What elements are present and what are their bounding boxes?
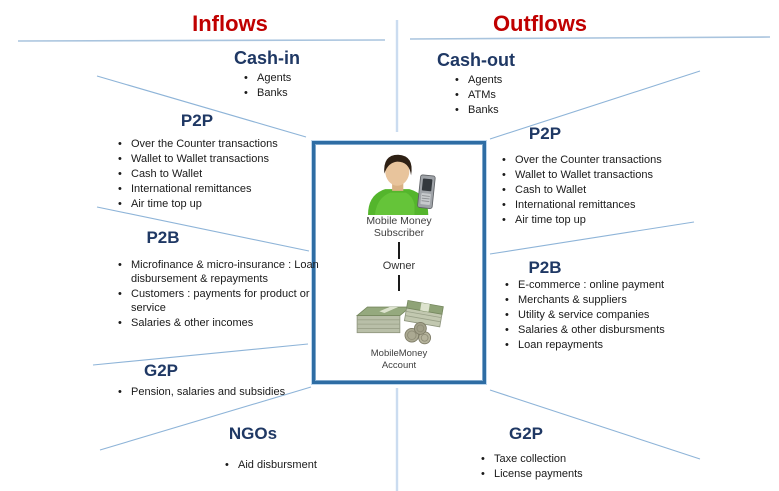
list-item: Air time top up xyxy=(118,197,328,211)
cash-in-list: Agents Banks xyxy=(244,71,364,101)
list-item: Pension, salaries and subsidies xyxy=(118,385,328,399)
list-item: Cash to Wallet xyxy=(118,167,328,181)
list-item: Utility & service companies xyxy=(505,308,715,322)
outflows-title: Outflows xyxy=(492,11,588,36)
list-item: Taxe collection xyxy=(481,452,641,466)
g2p-in-heading: G2P xyxy=(143,361,179,380)
g2p-out-list: Taxe collection License payments xyxy=(481,452,641,482)
cash-in-heading: Cash-in xyxy=(233,48,300,68)
list-item: Agents xyxy=(455,73,575,87)
p2b-out-list: E-commerce : online payment Merchants & … xyxy=(505,278,715,353)
list-item: International remittances xyxy=(118,182,328,196)
mobile-money-subscriber-icon xyxy=(355,153,443,215)
list-item: Wallet to Wallet transactions xyxy=(118,152,328,166)
ngos-list: Aid disbursment xyxy=(225,458,385,473)
p2b-in-heading: P2B xyxy=(146,228,180,247)
p2p-out-list: Over the Counter transactions Wallet to … xyxy=(502,153,712,228)
list-item: Merchants & suppliers xyxy=(505,293,715,307)
list-item: Over the Counter transactions xyxy=(118,137,328,151)
phone-icon xyxy=(417,174,436,209)
list-item: Agents xyxy=(244,71,364,85)
coins-icon xyxy=(404,321,432,345)
p2b-out-heading: P2B xyxy=(528,258,562,277)
subscriber-label: Mobile Money Subscriber xyxy=(366,215,432,239)
list-item: Customers : payments for product or serv… xyxy=(118,287,336,315)
list-item: Salaries & other disbursments xyxy=(505,323,715,337)
list-item: ATMs xyxy=(455,88,575,102)
cash-out-list: Agents ATMs Banks xyxy=(455,73,575,118)
list-item: International remittances xyxy=(502,198,712,212)
list-item: Air time top up xyxy=(502,213,712,227)
list-item: Loan repayments xyxy=(505,338,715,352)
list-item: Aid disbursment xyxy=(225,458,385,472)
list-item: Cash to Wallet xyxy=(502,183,712,197)
owner-connector-bottom xyxy=(398,275,400,291)
list-item: E-commerce : online payment xyxy=(505,278,715,292)
inflows-title: Inflows xyxy=(192,11,268,36)
subscriber-account-box: Mobile Money Subscriber Owner xyxy=(312,141,486,384)
list-item: License payments xyxy=(481,467,641,481)
g2p-in-list: Pension, salaries and subsidies xyxy=(118,385,328,400)
list-item: Microfinance & micro-insurance : Loan di… xyxy=(118,258,336,286)
list-item: Wallet to Wallet transactions xyxy=(502,168,712,182)
list-item: Salaries & other incomes xyxy=(118,316,336,330)
owner-connector-top xyxy=(398,242,400,259)
g2p-out-heading: G2P xyxy=(508,424,544,443)
list-item: Banks xyxy=(244,86,364,100)
p2p-in-heading: P2P xyxy=(180,111,214,130)
list-item: Over the Counter transactions xyxy=(502,153,712,167)
p2p-in-list: Over the Counter transactions Wallet to … xyxy=(118,137,328,212)
list-item: Banks xyxy=(455,103,575,117)
ngos-heading: NGOs xyxy=(228,424,278,443)
p2p-out-heading: P2P xyxy=(528,124,562,143)
money-icon xyxy=(352,293,446,345)
p2b-in-list: Microfinance & micro-insurance : Loan di… xyxy=(118,258,336,331)
cash-out-heading: Cash-out xyxy=(437,50,515,70)
owner-label: Owner xyxy=(382,260,416,272)
account-label: MobileMoney Account xyxy=(370,348,428,371)
